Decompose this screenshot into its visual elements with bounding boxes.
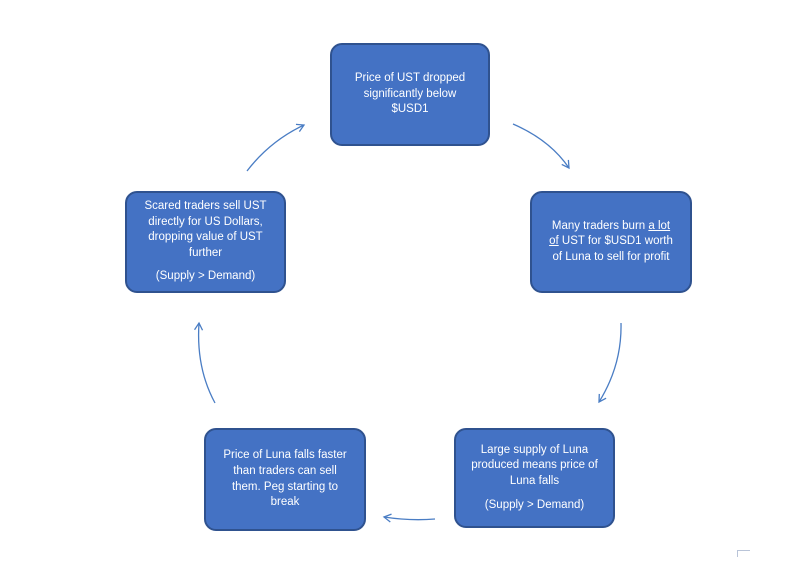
arrow-box2-to-box3 <box>598 322 622 404</box>
arrow-box5-to-box1 <box>246 123 306 172</box>
node-text: than traders can sell <box>233 464 337 477</box>
node-text: break <box>270 496 300 509</box>
node-text: Many traders burn <box>551 219 649 232</box>
corner-artifact <box>737 550 750 557</box>
node-text: $USD1 <box>391 103 429 116</box>
node-note: (Supply > Demand) <box>484 498 585 511</box>
node-text: Large supply of Luna <box>480 443 589 456</box>
arrow-box1-to-box2 <box>512 123 570 170</box>
node-text: Price of UST dropped <box>354 72 466 85</box>
node-text-line-2: of UST for $USD1 worth <box>549 234 673 250</box>
node-text: dropping value of UST <box>148 231 263 244</box>
node-text: of Luna to sell for profit <box>552 250 670 263</box>
node-text: directly for US Dollars, <box>148 215 263 228</box>
node-scared-traders-sell: Scared traders sell UST directly for US … <box>125 191 286 293</box>
node-price-ust-dropped: Price of UST dropped significantly below… <box>330 43 490 146</box>
node-luna-price-falls: Price of Luna falls faster than traders … <box>204 428 366 531</box>
node-text: produced means price of <box>471 459 598 472</box>
node-text: UST for $USD1 worth <box>558 235 673 248</box>
node-text: Scared traders sell UST <box>144 200 267 213</box>
node-text-line-1: Many traders burn a lot <box>552 219 670 235</box>
underlined-text: of <box>549 235 559 248</box>
node-text: Luna falls <box>509 475 560 487</box>
underlined-text: a lot <box>648 219 671 232</box>
arrow-box3-to-box4 <box>382 513 436 523</box>
node-text: them. Peg starting to <box>231 480 339 493</box>
node-text: significantly below <box>363 87 457 100</box>
node-text: further <box>188 246 223 259</box>
node-note: (Supply > Demand) <box>155 270 256 283</box>
arrow-box4-to-box5 <box>194 321 216 404</box>
node-large-supply-luna: Large supply of Luna produced means pric… <box>454 428 615 528</box>
node-traders-burn-ust: Many traders burn a lot of UST for $USD1… <box>530 191 692 293</box>
node-text: Price of Luna falls faster <box>223 449 347 462</box>
